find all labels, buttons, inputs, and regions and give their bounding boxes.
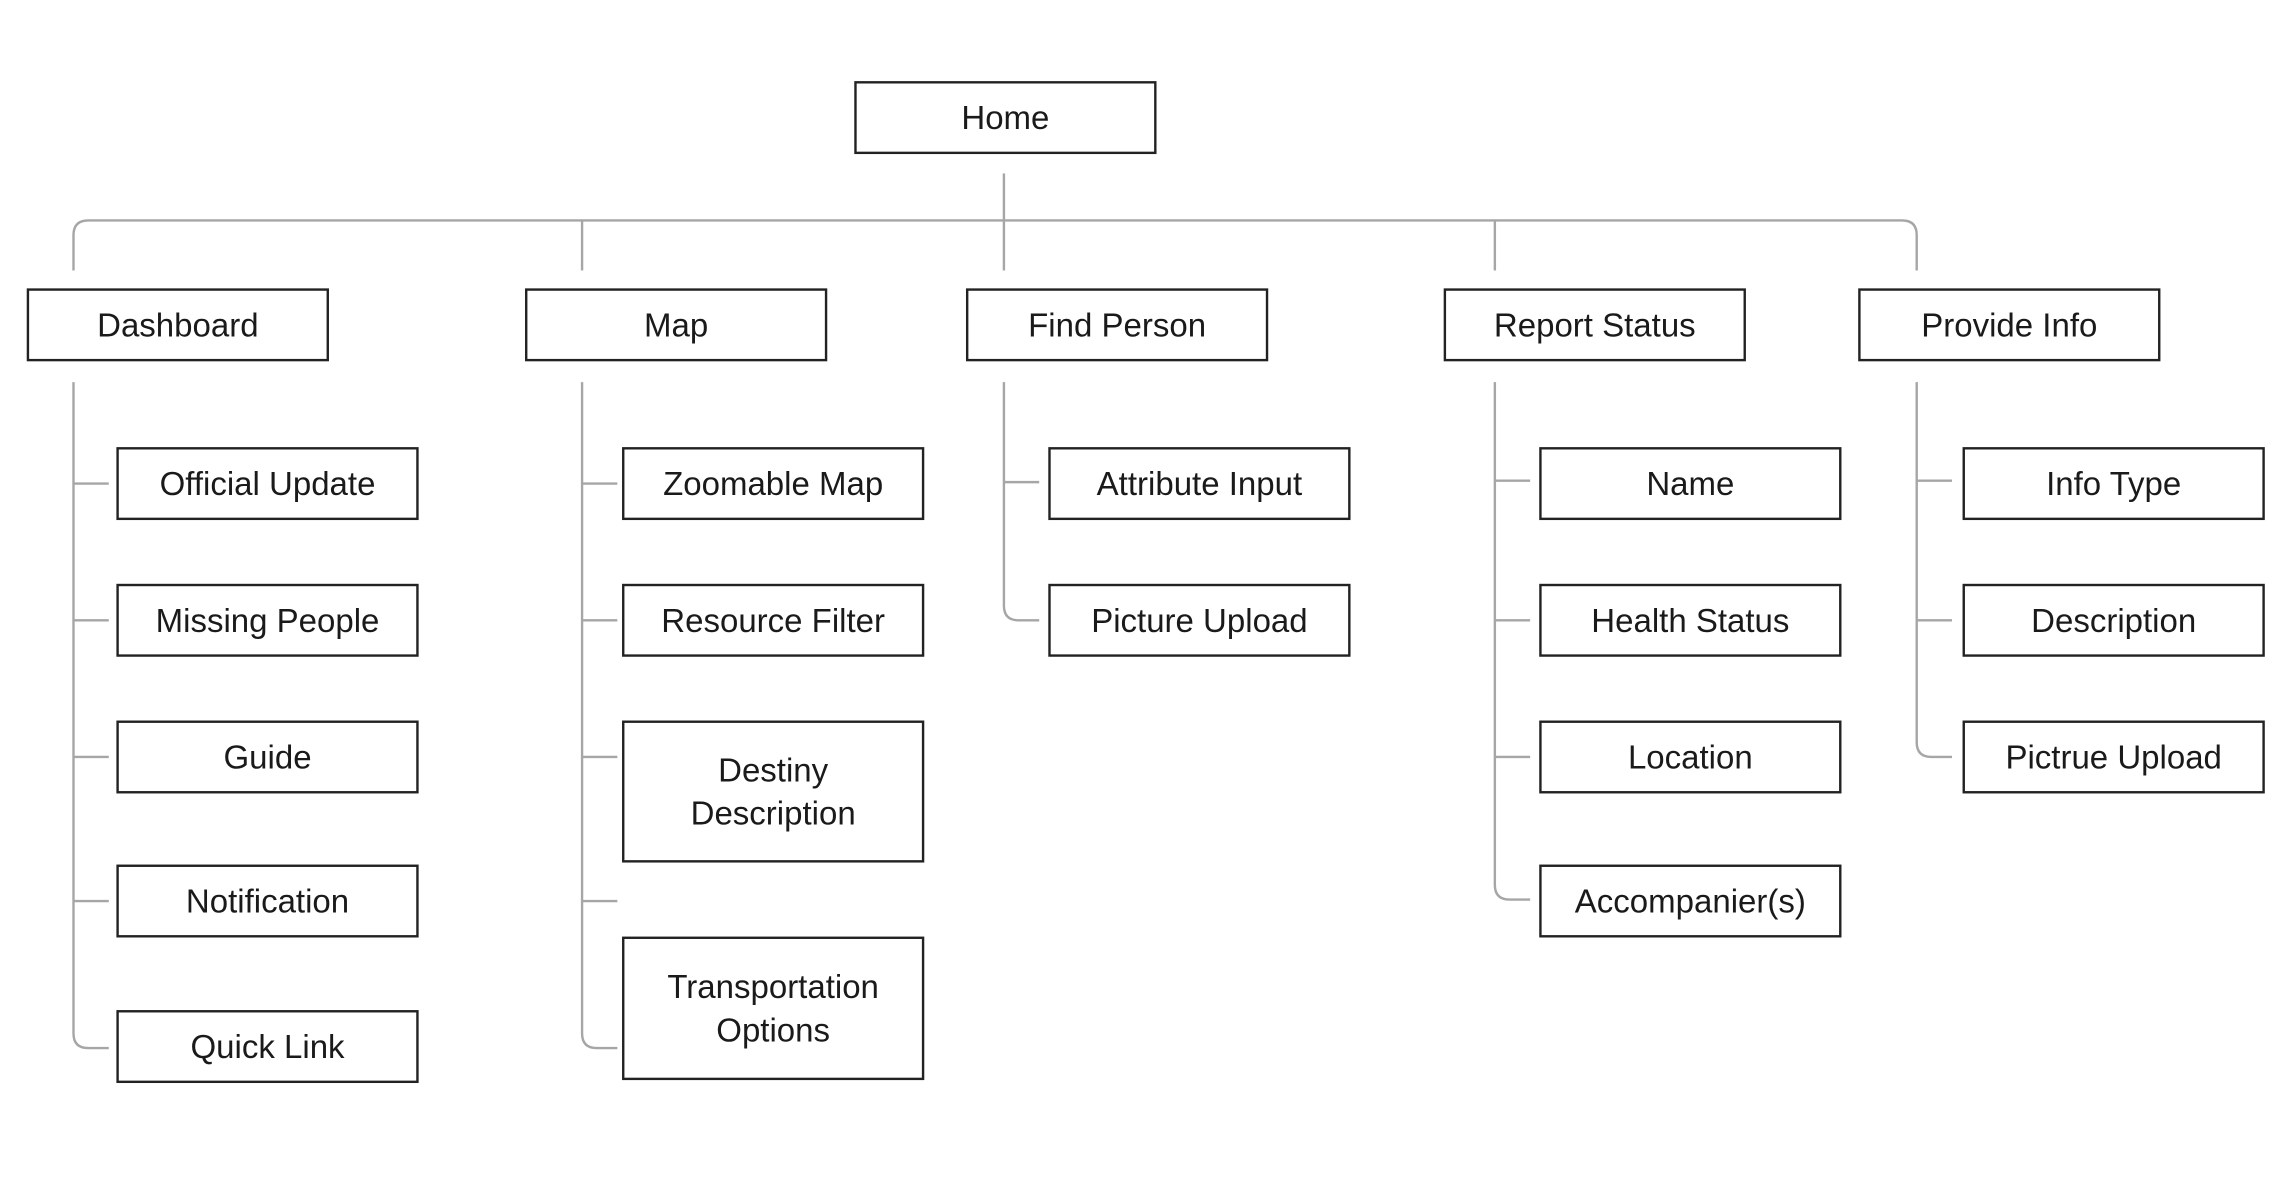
node-resource-filter-label: Resource Filter bbox=[661, 602, 885, 639]
section-report-status-box bbox=[1443, 288, 1746, 362]
section-find-person-box bbox=[965, 288, 1269, 362]
node-official-update-box bbox=[116, 447, 419, 521]
node-health-status-label: Health Status bbox=[1591, 602, 1789, 639]
node-guide-label: Guide bbox=[223, 738, 311, 775]
section-dashboard-label: Dashboard bbox=[97, 306, 258, 343]
node-location: Location bbox=[1539, 720, 1842, 794]
node-destiny-description-label-1: Destiny bbox=[718, 751, 829, 788]
node-notification: Notification bbox=[116, 864, 419, 938]
node-name: Name bbox=[1539, 447, 1842, 521]
node-picture-upload: Picture Upload bbox=[1048, 583, 1351, 657]
section-provide-info-box bbox=[1858, 288, 2161, 362]
node-attribute-input-box bbox=[1048, 447, 1351, 521]
node-destiny-description-box bbox=[622, 720, 925, 863]
node-description-box bbox=[1962, 583, 2265, 657]
node-resource-filter-box bbox=[622, 583, 925, 657]
section-report-status-label: Report Status bbox=[1494, 306, 1696, 343]
section-find-person: Find Person bbox=[965, 288, 1269, 362]
node-zoomable-map-box bbox=[622, 447, 925, 521]
section-find-person-label: Find Person bbox=[1028, 306, 1206, 343]
node-pictrue-upload-label: Pictrue Upload bbox=[2005, 738, 2221, 775]
node-name-label: Name bbox=[1646, 465, 1734, 502]
trunk-provide-info bbox=[1915, 382, 1952, 759]
section-map: Map bbox=[525, 288, 828, 362]
node-quick-link-label: Quick Link bbox=[190, 1028, 345, 1065]
trunk-report-status bbox=[1493, 382, 1531, 901]
section-report-status: Report Status bbox=[1443, 288, 1746, 362]
node-info-type: Info Type bbox=[1962, 447, 2265, 521]
section-map-box bbox=[525, 288, 828, 362]
node-quick-link: Quick Link bbox=[116, 1010, 419, 1084]
node-location-label: Location bbox=[1628, 738, 1753, 775]
trunk-find-person bbox=[1002, 382, 1040, 622]
home-node: Home bbox=[854, 81, 1157, 155]
node-zoomable-map: Zoomable Map bbox=[622, 447, 925, 521]
connector-lines bbox=[72, 173, 1952, 1050]
node-description: Description bbox=[1962, 583, 2265, 657]
node-health-status: Health Status bbox=[1539, 583, 1842, 657]
section-bus bbox=[72, 219, 1918, 271]
node-pictrue-upload: Pictrue Upload bbox=[1962, 720, 2265, 794]
node-accompaniers: Accompanier(s) bbox=[1539, 864, 1842, 938]
node-picture-upload-box bbox=[1048, 583, 1351, 657]
node-accompaniers-label: Accompanier(s) bbox=[1575, 883, 1806, 920]
node-accompaniers-box bbox=[1539, 864, 1842, 938]
node-transportation-options-box bbox=[622, 936, 925, 1081]
section-provide-info: Provide Info bbox=[1858, 288, 2161, 362]
node-name-box bbox=[1539, 447, 1842, 521]
node-location-box bbox=[1539, 720, 1842, 794]
node-guide-box bbox=[116, 720, 419, 794]
node-missing-people-box bbox=[116, 583, 419, 657]
node-attribute-input: Attribute Input bbox=[1048, 447, 1351, 521]
node-health-status-box bbox=[1539, 583, 1842, 657]
node-attribute-input-label: Attribute Input bbox=[1097, 465, 1302, 502]
node-quick-link-box bbox=[116, 1010, 419, 1084]
node-info-type-box bbox=[1962, 447, 2265, 521]
node-official-update-label: Official Update bbox=[160, 465, 376, 502]
node-official-update: Official Update bbox=[116, 447, 419, 521]
node-zoomable-map-label: Zoomable Map bbox=[663, 465, 883, 502]
node-info-type-label: Info Type bbox=[2046, 465, 2181, 502]
section-map-label: Map bbox=[644, 306, 708, 343]
node-notification-label: Notification bbox=[186, 883, 349, 920]
node-destiny-description-label-2: Description bbox=[691, 795, 856, 832]
node-notification-box bbox=[116, 864, 419, 938]
node-guide: Guide bbox=[116, 720, 419, 794]
node-description-label: Description bbox=[2031, 602, 2196, 639]
trunk-map bbox=[580, 382, 618, 1050]
node-pictrue-upload-box bbox=[1962, 720, 2265, 794]
node-picture-upload-label: Picture Upload bbox=[1091, 602, 1307, 639]
node-missing-people-label: Missing People bbox=[156, 602, 380, 639]
section-dashboard: Dashboard bbox=[26, 288, 329, 362]
node-missing-people: Missing People bbox=[116, 583, 419, 657]
section-dashboard-box bbox=[26, 288, 329, 362]
node-resource-filter: Resource Filter bbox=[622, 583, 925, 657]
node-transportation-options-label-1: Transportation bbox=[667, 968, 879, 1005]
trunk-dashboard bbox=[72, 382, 109, 1050]
section-provide-info-label: Provide Info bbox=[1921, 306, 2097, 343]
home-node-box bbox=[854, 81, 1157, 155]
home-node-label: Home bbox=[961, 99, 1049, 136]
node-transportation-options-label-2: Options bbox=[716, 1012, 830, 1049]
